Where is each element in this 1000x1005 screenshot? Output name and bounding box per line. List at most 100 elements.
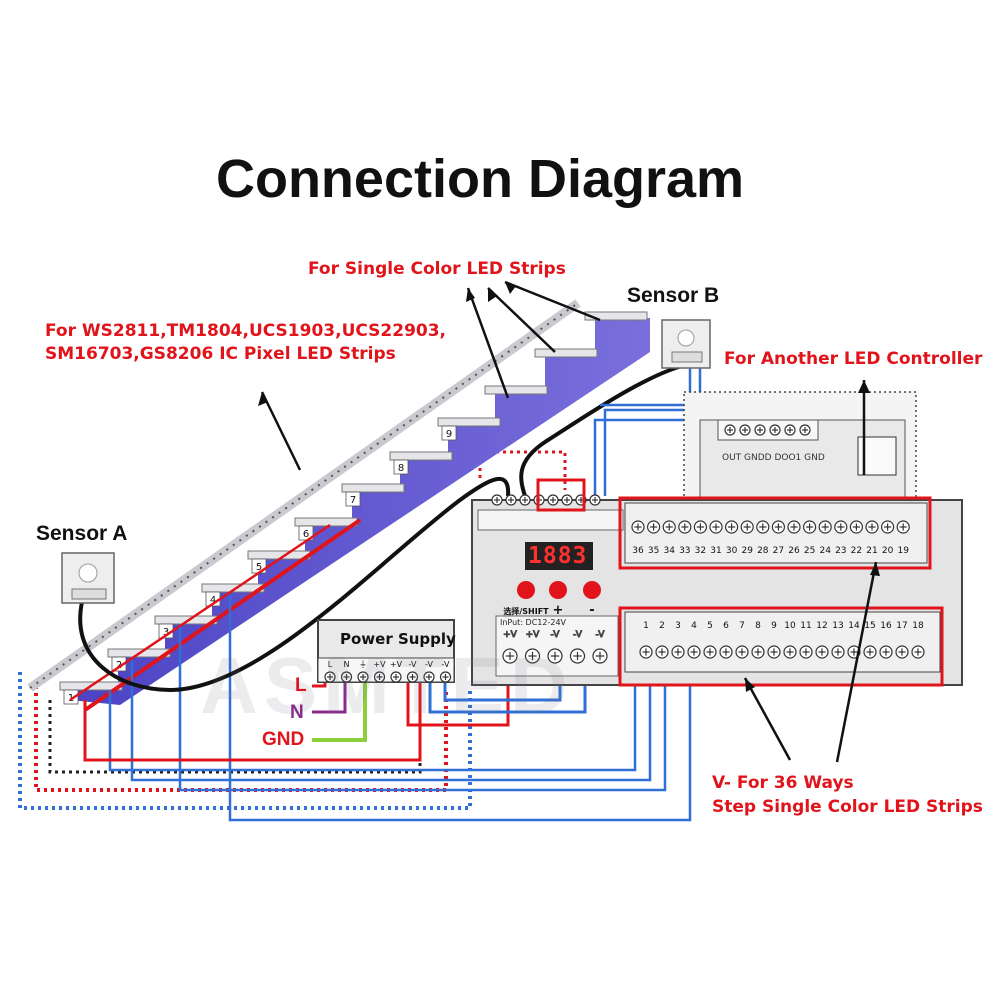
channel-label-22: 22 xyxy=(851,546,862,556)
controller-top-terminal xyxy=(505,494,517,506)
lower-terminal xyxy=(719,645,733,659)
input-terminal xyxy=(569,648,586,664)
controller-top-terminal xyxy=(589,494,601,506)
channel-label-12: 12 xyxy=(816,621,827,631)
ps-terminal xyxy=(373,671,386,683)
ps-terminal-label: +V xyxy=(390,660,403,669)
upper-terminal xyxy=(709,520,723,534)
channel-label-28: 28 xyxy=(757,546,769,556)
upper-terminal xyxy=(818,520,832,534)
channel-label-7: 7 xyxy=(739,621,745,631)
ps-terminal-label: L xyxy=(328,660,333,669)
channel-label-15: 15 xyxy=(864,621,875,631)
lower-terminal xyxy=(783,645,797,659)
channel-label-31: 31 xyxy=(710,546,721,556)
sensor-b-cable xyxy=(519,364,683,497)
ps-terminal xyxy=(324,671,336,683)
svg-text:OUT GNDD DOO1 GND: OUT GNDD DOO1 GND xyxy=(722,453,825,463)
channel-label-13: 13 xyxy=(832,621,843,631)
channel-label-36: 36 xyxy=(632,546,644,556)
ps-terminal xyxy=(357,671,369,683)
upper-terminal xyxy=(678,520,692,534)
channel-label-16: 16 xyxy=(880,621,892,631)
power-supply-title: Power Supply xyxy=(340,630,456,648)
lower-terminal xyxy=(687,645,701,659)
channel-label-5: 5 xyxy=(707,621,713,631)
controller-button-label: + xyxy=(553,603,564,618)
lower-terminal xyxy=(639,645,653,659)
channel-label-34: 34 xyxy=(663,546,675,556)
lower-channel-block xyxy=(624,611,941,673)
channel-label-10: 10 xyxy=(784,621,796,631)
pixel-led-strip xyxy=(27,299,581,692)
ps-terminal-label: +V xyxy=(373,660,386,669)
controller-top-terminal xyxy=(547,494,559,506)
upper-terminal xyxy=(740,520,754,534)
controller-button-1[interactable]: 选择/SHIFT xyxy=(503,581,549,616)
input-terminal xyxy=(592,648,608,664)
channel-label-1: 1 xyxy=(643,621,649,631)
sensor-a xyxy=(61,552,115,604)
step-number-5: 5 xyxy=(256,562,262,573)
lower-terminal xyxy=(863,645,877,659)
lower-terminal xyxy=(799,645,813,659)
upper-terminal xyxy=(787,520,801,534)
another-controller-terminal xyxy=(784,424,796,436)
upper-terminal xyxy=(724,520,739,534)
ps-terminal-label: ⏚ xyxy=(359,660,367,669)
input-terminal-label: -V xyxy=(573,630,583,640)
input-terminal xyxy=(502,648,518,664)
ps-terminal-label: N xyxy=(344,660,350,669)
lower-terminal xyxy=(815,645,829,659)
ps-terminal xyxy=(340,671,353,683)
channel-label-6: 6 xyxy=(723,621,729,631)
lower-terminal xyxy=(879,645,893,659)
lower-terminal xyxy=(751,645,765,659)
channel-label-25: 25 xyxy=(804,546,815,556)
upper-terminal xyxy=(865,520,879,534)
channel-label-17: 17 xyxy=(896,621,907,631)
another-controller-label: For Another LED Controller xyxy=(724,349,983,369)
lower-terminal xyxy=(767,645,781,659)
upper-terminal xyxy=(849,520,864,534)
channel-label-3: 3 xyxy=(675,621,681,631)
controller-button-2[interactable]: + xyxy=(549,581,567,618)
ps-terminal xyxy=(439,671,452,683)
channel-label-20: 20 xyxy=(882,546,894,556)
another-controller-terminal xyxy=(739,424,751,436)
upper-terminal xyxy=(802,520,817,534)
lower-terminal xyxy=(671,645,685,659)
channel-label-8: 8 xyxy=(755,621,761,631)
single-color-label: For Single Color LED Strips xyxy=(308,259,566,279)
controller-button-3[interactable]: - xyxy=(583,581,601,618)
sensor-a-label: Sensor A xyxy=(36,522,128,545)
ps-terminal-label: -V xyxy=(442,660,450,669)
red-plus-rail-b xyxy=(69,523,331,702)
another-controller-terminal xyxy=(754,424,766,436)
lower-terminal xyxy=(911,645,925,659)
step-number-7: 7 xyxy=(350,495,356,506)
upper-terminal xyxy=(834,520,848,534)
controller-button-label: - xyxy=(589,603,594,618)
watermark: ASMTED xyxy=(200,641,574,730)
dotted-blue-loop xyxy=(18,672,472,810)
controller-top-terminal xyxy=(561,494,573,506)
step-number-2: 2 xyxy=(116,660,122,671)
step-number-9: 9 xyxy=(446,429,452,440)
channel-label-4: 4 xyxy=(691,621,697,631)
channel-label-11: 11 xyxy=(800,621,811,631)
lower-terminal xyxy=(895,645,909,659)
another-controller-terminal xyxy=(769,424,781,436)
upper-terminal xyxy=(662,520,676,534)
channel-label-29: 29 xyxy=(741,546,753,556)
input-terminal-label: -V xyxy=(596,630,606,640)
input-terminal-label: +V xyxy=(503,630,518,640)
channel-label-2: 2 xyxy=(659,621,665,631)
sensor-b-label: Sensor B xyxy=(627,284,720,307)
v-minus-label-line2: Step Single Color LED Strips xyxy=(712,797,983,817)
step-number-3: 3 xyxy=(163,627,169,638)
upper-terminal xyxy=(880,520,895,534)
step-number-8: 8 xyxy=(398,463,404,474)
